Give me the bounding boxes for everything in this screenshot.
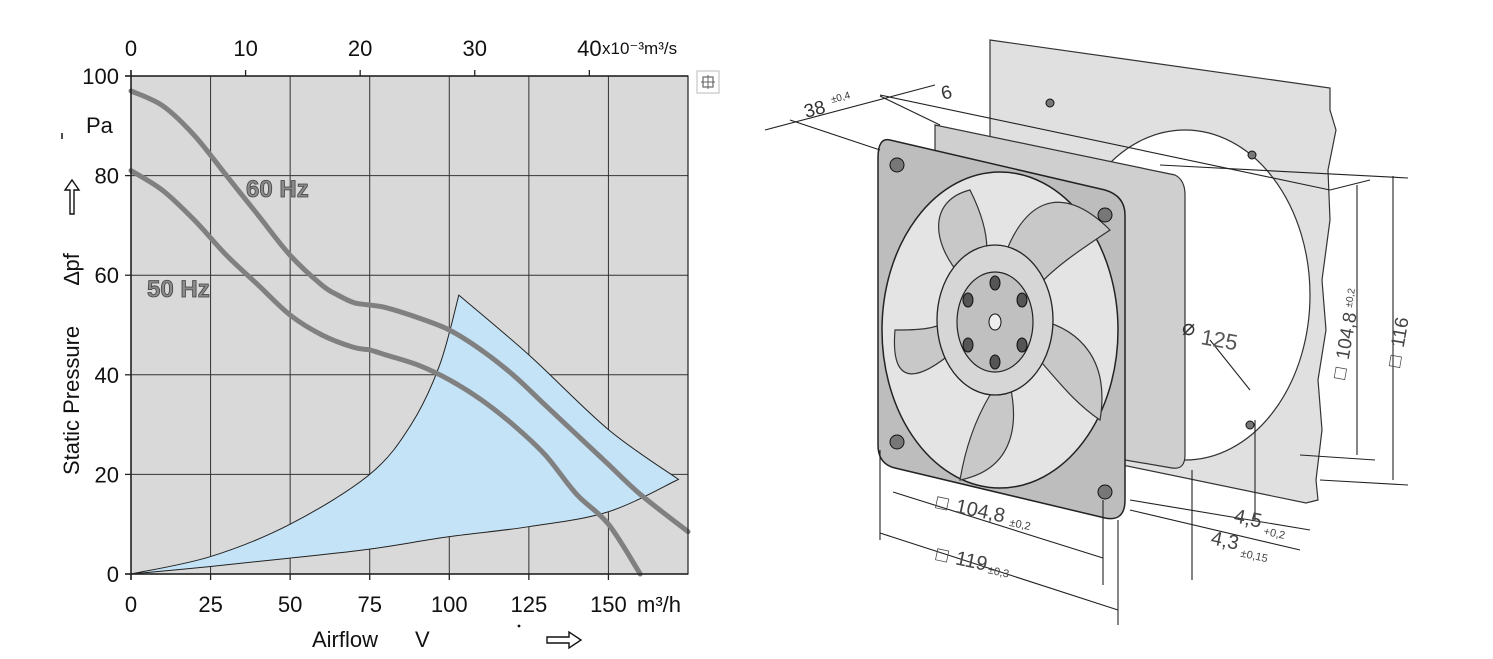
dim-hole-b: 4,3 — [1209, 527, 1241, 554]
dim-hole-a-tol: +0,2 — [1262, 526, 1286, 542]
series-label-50hz: 50 Hz — [147, 276, 210, 303]
x-tick-label: 150 — [590, 592, 627, 617]
x-unit-label: m³/h — [637, 592, 681, 617]
series-line-50hz — [128, 168, 643, 577]
fan-dimension-drawing: 38 ±0,4 6 ⌀ 125 □ 104,8 ±0,2 □ 116 □ 104… — [764, 39, 1414, 625]
y-tick-label: 20 — [95, 462, 119, 487]
y-axis-symbol: ∆pf — [59, 252, 84, 285]
series-label-60hz: 60 Hz — [246, 176, 309, 203]
y-unit-label: Pa — [86, 113, 114, 138]
expand-icon[interactable] — [696, 70, 720, 94]
y-tick-label: 60 — [95, 263, 119, 288]
y-tick-label: 100 — [82, 64, 119, 89]
up-arrow-icon — [63, 178, 81, 215]
dim-depth: 38 — [802, 97, 828, 123]
dim-side-b-symbol: □ — [1384, 353, 1407, 368]
dim-side-b-group: □ 116 — [1384, 316, 1413, 369]
dim-side-a-group: □ 104,8 ±0,2 — [1329, 287, 1361, 381]
dim-bottom-a-symbol: □ — [934, 491, 950, 515]
dim-bottom-b-symbol: □ — [934, 543, 950, 567]
x-axis-symbol: V — [415, 627, 430, 652]
dim-bottom-b-group: □ 119 ±0,3 — [934, 543, 1010, 580]
ticks: 0 25 50 75 100 125 150 0 10 20 30 40 0 20 40 60 80 100 — [82, 36, 627, 617]
fan-curve-chart: 0 25 50 75 100 125 150 0 10 20 30 40 0 20 40 60 80 100 60… — [59, 36, 720, 652]
series-line-60hz — [128, 88, 691, 535]
dim-depth-tol: ±0,4 — [830, 90, 852, 106]
dim-bottom-a-tol: ±0,2 — [1008, 517, 1031, 533]
dim-side-a-tol: ±0,2 — [1344, 287, 1358, 308]
x-label-dot — [517, 624, 521, 628]
x-tick-label: 75 — [357, 592, 381, 617]
dim-hole-a: 4,5 — [1232, 505, 1264, 532]
dim-side-a-symbol: □ — [1329, 365, 1352, 380]
corner-holes — [889, 98, 1257, 500]
dim-side-b: 116 — [1388, 316, 1414, 349]
x2-tick-label: 0 — [125, 36, 137, 61]
x-tick-label: 50 — [278, 592, 302, 617]
y-axis-title: Static Pressure ∆pf — [59, 252, 84, 475]
hub-holes — [962, 275, 1028, 370]
x-tick-label: 125 — [510, 592, 547, 617]
y-axis-label: Static Pressure — [59, 326, 84, 475]
x-tick-label: 0 — [125, 592, 137, 617]
dim-diameter-symbol: ⌀ — [1182, 315, 1195, 340]
x2-unit-label: x10⁻³m³/s — [602, 39, 677, 58]
x2-tick-label: 40 — [577, 36, 601, 61]
y-tick-label: 40 — [95, 363, 119, 388]
dim-bottom-b-tol: ±0,3 — [987, 564, 1010, 580]
dim-hole-b-group: 4,3 ±0,15 — [1209, 527, 1269, 565]
y-tick-label: 80 — [95, 164, 119, 189]
x-tick-label: 100 — [431, 592, 468, 617]
dimension-lines — [764, 84, 1409, 625]
x-tick-label: 25 — [198, 592, 222, 617]
x2-tick-label: 10 — [233, 36, 257, 61]
y-tick-label: 0 — [107, 562, 119, 587]
dim-hole-b-tol: ±0,15 — [1239, 548, 1268, 565]
operating-region — [130, 294, 680, 575]
dim-bottom-a: 104,8 — [954, 496, 1008, 528]
x2-tick-label: 20 — [348, 36, 372, 61]
x-axis-label: Airflow — [312, 627, 378, 652]
dim-flange: 6 — [939, 82, 955, 105]
right-arrow-icon — [546, 630, 583, 650]
x2-tick-label: 30 — [463, 36, 487, 61]
dim-bottom-b: 119 — [954, 548, 990, 576]
